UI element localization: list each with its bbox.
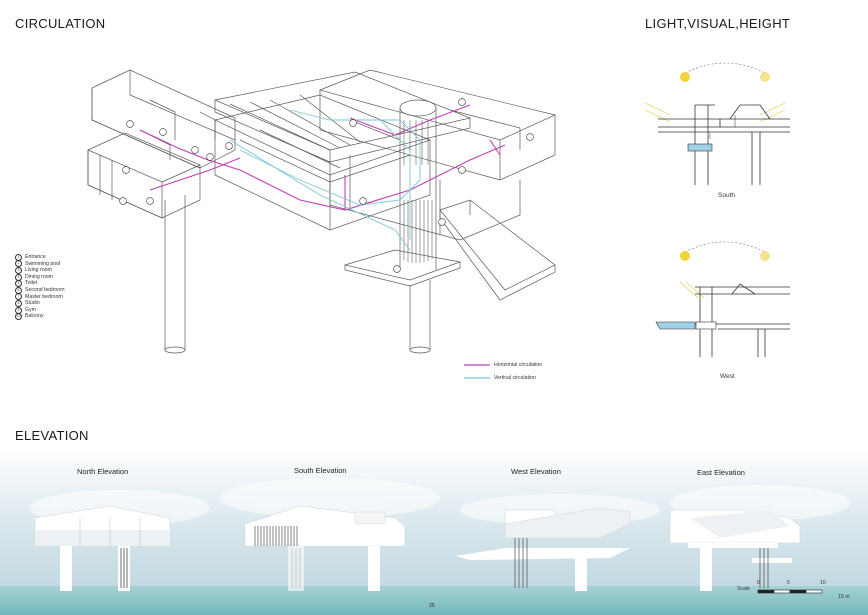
entrance-platform <box>343 249 462 281</box>
vertical-circulation-label: Vertical circulation <box>494 375 536 381</box>
axonometric-circulation-diagram <box>87 69 557 354</box>
scale-label: Scale <box>737 586 750 592</box>
north-elevation-label: North Elevation <box>77 467 129 476</box>
west-elevation-label: West Elevation <box>511 467 561 476</box>
light-visual-height-heading: LIGHT,VISUAL,HEIGHT <box>645 16 791 31</box>
north-elevation-building <box>34 505 171 591</box>
sea <box>0 586 868 615</box>
west-label: West <box>720 373 735 380</box>
scale-tick-label: 10 <box>820 580 826 586</box>
elevation-heading: ELEVATION <box>15 428 89 443</box>
south-elevation-label: South Elevation <box>294 466 347 475</box>
scale-tick-label: 0 <box>757 580 760 586</box>
page-number: 25 <box>429 603 435 609</box>
sun-icon <box>680 72 690 82</box>
east-elevation-label: East Elevation <box>697 468 745 477</box>
south-elevation-building <box>244 505 406 591</box>
room-markers <box>119 98 534 273</box>
balcony-deck <box>439 199 556 291</box>
horizontal-circulation-label: Horizontal circulation <box>494 362 543 368</box>
sun-icon <box>680 251 690 261</box>
sun-icon <box>760 251 770 261</box>
left-wing-lower <box>87 132 201 219</box>
scale-tick-label: 15 m <box>838 594 850 600</box>
east-elevation-building <box>669 509 801 591</box>
south-sun-section <box>644 62 790 185</box>
scale-tick-label: 5 <box>787 580 790 586</box>
west-elevation-building <box>455 507 631 591</box>
glass-window <box>687 143 713 152</box>
horizontal-circulation-paths <box>139 104 506 211</box>
south-label: South <box>718 192 735 199</box>
elevation-strip <box>0 448 868 615</box>
circulation-heading: CIRCULATION <box>15 16 106 31</box>
pool-section <box>655 321 696 330</box>
west-sun-section <box>655 241 790 357</box>
sun-icon <box>760 72 770 82</box>
circulation-key-lines <box>464 364 490 379</box>
scale-bar <box>757 589 823 594</box>
